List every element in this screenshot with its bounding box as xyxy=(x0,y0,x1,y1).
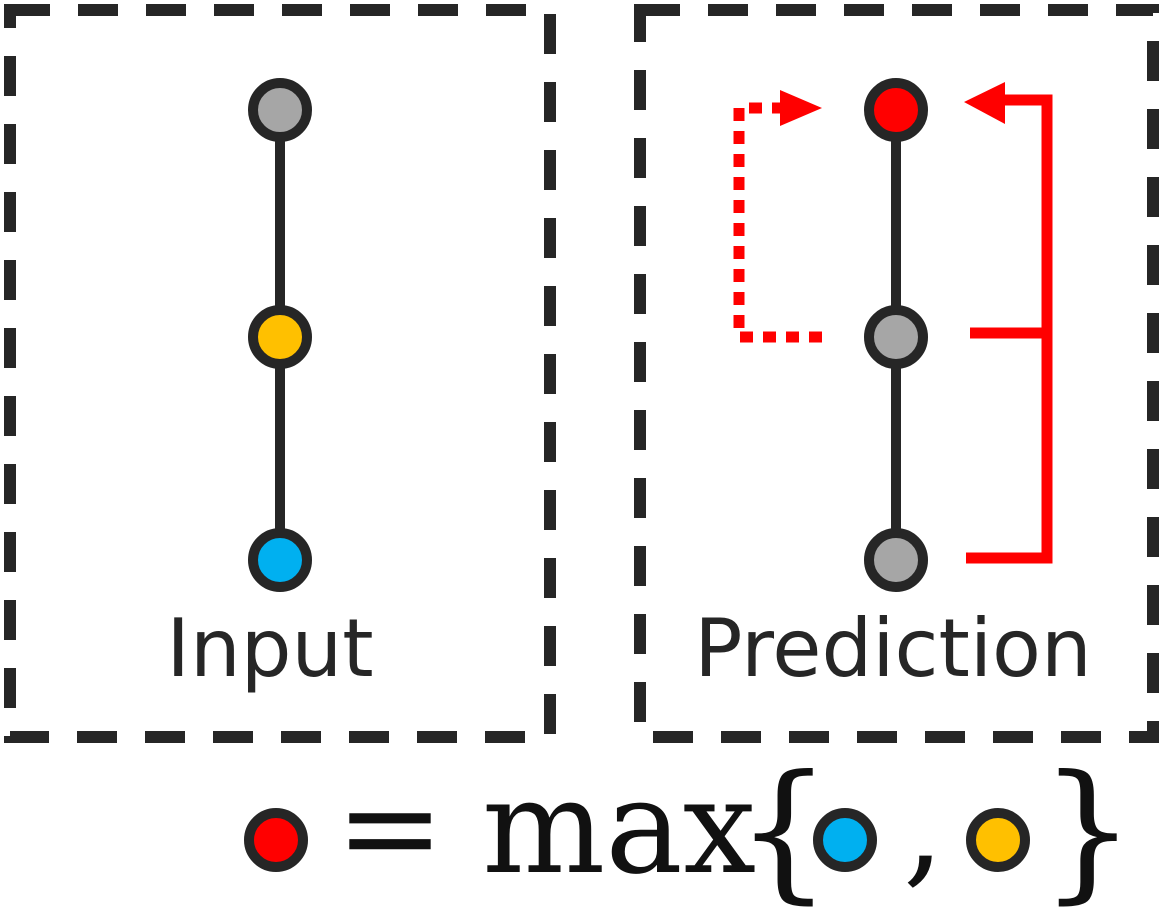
prediction-node-middle xyxy=(864,305,928,369)
prediction-panel: Prediction xyxy=(634,4,1159,743)
input-panel-frame xyxy=(4,4,556,743)
formula-operator: max xyxy=(482,751,756,903)
formula-separator: , xyxy=(903,749,944,901)
dotted-arrow-head xyxy=(780,90,822,126)
prediction-panel-frame xyxy=(634,4,1159,743)
input-node-middle xyxy=(248,305,312,369)
input-panel-label: Input xyxy=(166,602,373,695)
formula-arg-node-2 xyxy=(966,808,1030,872)
input-panel: Input xyxy=(4,4,556,743)
solid-arrow-head xyxy=(964,82,1005,124)
prediction-node-top xyxy=(864,78,928,142)
formula: = max { , } xyxy=(244,744,1135,907)
input-node-bottom xyxy=(248,528,312,592)
formula-equals: = xyxy=(336,751,445,903)
input-node-top xyxy=(248,78,312,142)
prediction-node-bottom xyxy=(864,528,928,592)
dotted-arrow-middle-to-top xyxy=(733,102,822,343)
prediction-panel-label: Prediction xyxy=(694,602,1091,695)
formula-open-brace: { xyxy=(736,744,831,907)
formula-close-brace: } xyxy=(1040,744,1135,907)
formula-lhs-node xyxy=(244,808,308,872)
formula-arg-node-1 xyxy=(813,808,877,872)
